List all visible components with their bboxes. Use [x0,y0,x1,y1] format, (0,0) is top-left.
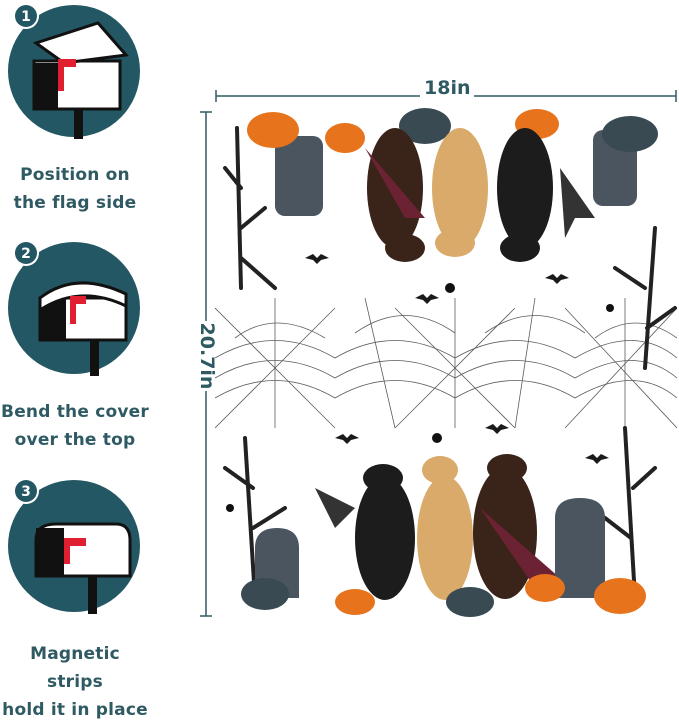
step-3-label: Magnetic strips hold it in place [2,644,148,720]
dogs-top [365,128,595,262]
dogs-bottom [315,454,560,600]
pumpkins-bottom [241,574,646,617]
step-number: 2 [21,246,31,262]
step-2-label: Bend the cover over the top [1,402,149,450]
width-label: 18in [420,77,475,99]
step-number: 1 [21,9,31,25]
step-2-icon: 2 [6,240,142,376]
spiders [226,283,614,512]
step-1-icon: 1 [6,3,142,139]
step-3-icon: 3 [6,478,142,614]
dead-trees [223,126,677,600]
step-1-label: Position on the flag side [13,165,137,213]
step-number: 3 [21,484,31,500]
bats [305,254,609,464]
spider-web-band [214,297,678,429]
halloween-flag-artwork [214,108,678,618]
